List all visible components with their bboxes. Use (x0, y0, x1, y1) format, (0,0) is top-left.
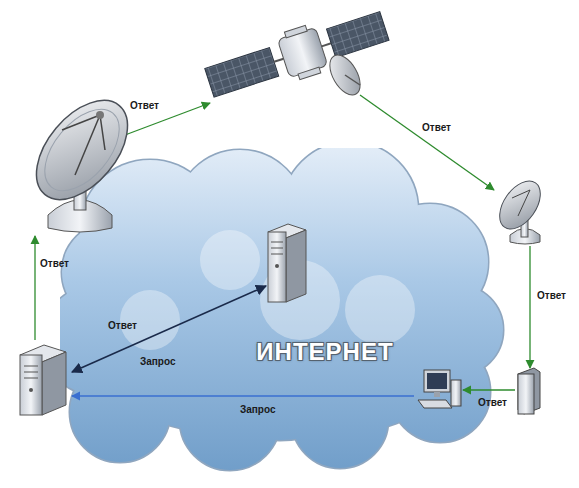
reply-arrows (360, 95, 494, 190)
arrow-label: Ответ (537, 290, 566, 301)
satellite (298, 67, 321, 80)
satellite (274, 59, 284, 62)
ground-dish (19, 84, 146, 217)
cloud-shape (345, 275, 415, 345)
ground-dish (75, 115, 100, 175)
server (20, 345, 66, 415)
arrow-label: Ответ (108, 320, 137, 331)
server (42, 352, 66, 415)
satellite (202, 2, 392, 106)
server (24, 378, 38, 379)
satellite (324, 50, 367, 100)
modem (518, 374, 534, 414)
cloud-shape (60, 148, 503, 470)
workstation (418, 400, 452, 408)
satellite (345, 75, 360, 85)
server (271, 248, 283, 249)
cloud-region: ИНТЕРНЕТ (60, 148, 505, 478)
arrow-label: Ответ (478, 397, 507, 408)
reply-arrows (529, 246, 530, 368)
cloud-shape (200, 230, 260, 290)
arrow-label: Ответ (422, 122, 451, 133)
server (268, 232, 286, 302)
ground-dish (96, 111, 104, 119)
server (29, 388, 33, 392)
ground-dish (518, 190, 530, 216)
server (286, 230, 306, 302)
ground-dish (100, 115, 105, 150)
ground-dish (19, 84, 146, 232)
reply-arrows (34, 236, 35, 340)
server (268, 224, 306, 302)
request-arrow (72, 395, 414, 396)
server (271, 254, 283, 255)
workstation (451, 380, 461, 406)
cloud-shape (60, 148, 505, 478)
arrow-label: Ответ (40, 258, 69, 269)
workstation (434, 392, 440, 397)
cloud-shape (260, 230, 460, 430)
server (20, 355, 42, 415)
server (24, 372, 38, 373)
workstation (418, 370, 461, 408)
satellite (202, 2, 392, 106)
workstation (427, 373, 447, 389)
ground-dish (491, 174, 548, 237)
cloud-shape (260, 230, 460, 430)
satellite (205, 48, 279, 98)
cloud-shape (60, 148, 503, 470)
arrow-label: Ответ (130, 100, 159, 111)
region-title: ИНТЕРНЕТ (256, 338, 393, 366)
server (271, 242, 283, 243)
arrow-label: Запрос (140, 356, 176, 367)
satellite (322, 43, 332, 46)
workstation (424, 370, 450, 392)
request-reply-arrow (72, 286, 266, 372)
modem (518, 368, 540, 414)
ground-dish (30, 96, 133, 204)
satellite (327, 12, 390, 58)
server (275, 264, 279, 268)
arrow-label: Запрос (240, 404, 276, 415)
cloud-shape (60, 148, 503, 470)
reply-arrows (463, 389, 515, 390)
modem (518, 368, 540, 414)
ground-dish (491, 174, 548, 244)
cloud-shape (120, 230, 415, 350)
satellite (284, 25, 307, 38)
server (24, 366, 38, 367)
